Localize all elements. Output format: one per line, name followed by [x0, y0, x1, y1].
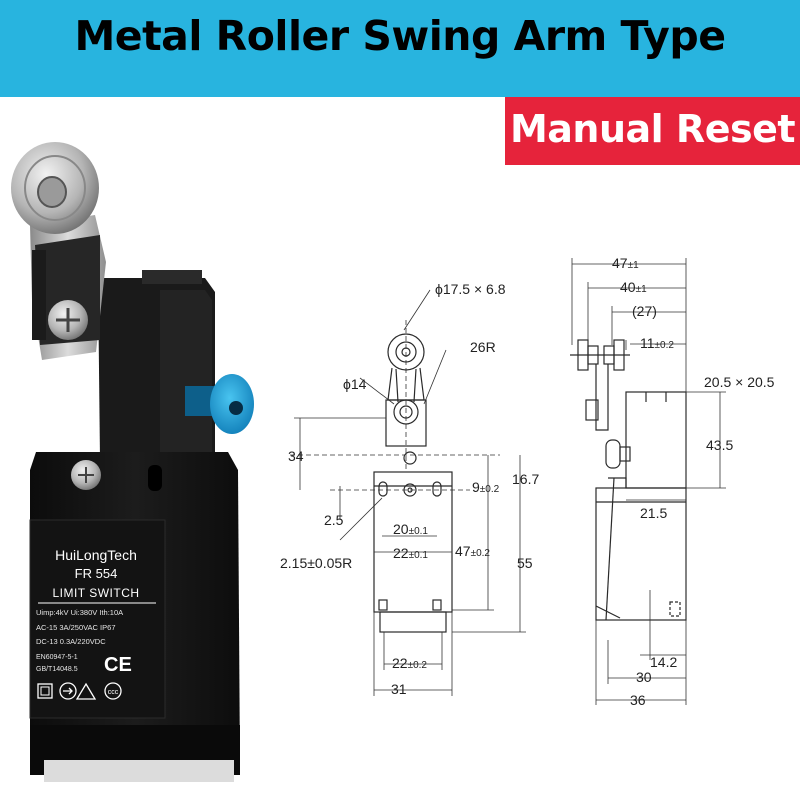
type-label: LIMIT SWITCH: [52, 586, 139, 600]
ce-mark-icon: CE: [104, 654, 132, 676]
side-dim-square: 20.5 × 20.5: [704, 374, 775, 390]
double-insulation-icon: [37, 683, 53, 699]
spec-line-2: AC-15 3A/250VAC IP67: [36, 623, 116, 632]
dim-2-5: 2.5: [324, 512, 344, 528]
side-dimension-lines: [571, 258, 726, 705]
hole-dimension: 2.15±0.05R: [280, 555, 352, 571]
side-view-drawing: [570, 339, 687, 621]
side-dim-11: 11±0.2: [640, 335, 674, 351]
manual-reset-label: Manual Reset: [509, 107, 796, 151]
warning-triangle-icon: [75, 682, 97, 700]
dim-9: 9±0.2: [472, 479, 500, 495]
dim-31: 31: [391, 681, 407, 697]
dim-22-top: 22±0.1: [393, 545, 428, 561]
dim-47: 47±0.2: [455, 543, 490, 559]
arm-radius-dimension: 26R: [470, 339, 496, 355]
side-dim-27: (27): [632, 303, 657, 319]
model-label: FR 554: [75, 566, 118, 581]
dim-16-7: 16.7: [512, 471, 539, 487]
standard-2: GB/T14048.5: [36, 666, 78, 673]
brand-label: HuiLongTech: [55, 547, 137, 563]
ccc-mark-icon: [104, 682, 122, 700]
spec-line-3: DC-13 0.3A/220VDC: [36, 637, 106, 646]
dim-22-bottom: 22±0.2: [392, 655, 427, 671]
side-dim-36: 36: [630, 692, 646, 708]
header-banner: Metal Roller Swing Arm Type: [0, 0, 800, 97]
side-dim-21-5: 21.5: [640, 505, 667, 521]
side-dim-40: 40±1: [620, 279, 647, 295]
side-dim-47: 47±1: [612, 255, 639, 271]
dim-55: 55: [517, 555, 533, 571]
svg-text:ccc: ccc: [108, 689, 119, 696]
spec-line-1: Uimp:4kV Ui:380V Ith:10A: [36, 608, 123, 617]
side-dim-43-5: 43.5: [706, 437, 733, 453]
side-dim-30: 30: [636, 669, 652, 685]
limit-switch-photo: HuiLongTech FR 554 LIMIT SWITCH Uimp:4kV…: [11, 142, 254, 782]
standard-1: EN60947-5-1: [36, 654, 78, 661]
manual-reset-badge: Manual Reset: [505, 97, 800, 165]
dim-20: 20±0.1: [393, 521, 428, 537]
positive-opening-icon: [59, 682, 77, 700]
height-34-dimension: 34: [288, 448, 304, 464]
side-dim-14-2: 14.2: [650, 654, 677, 670]
hub-dimension: ϕ14: [343, 376, 367, 392]
front-dimension-lines: [294, 289, 526, 696]
roller-dimension: ϕ17.5 × 6.8: [435, 281, 506, 297]
page-title: Metal Roller Swing Arm Type: [74, 12, 726, 60]
front-view-drawing: [373, 333, 453, 633]
